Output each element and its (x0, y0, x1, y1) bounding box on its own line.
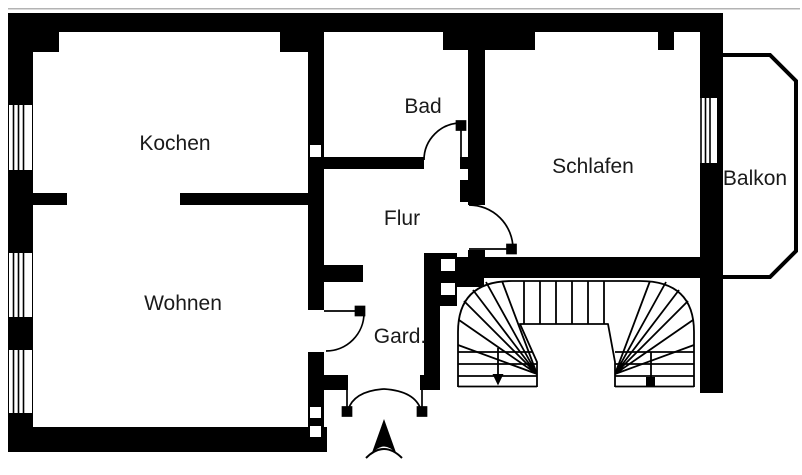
stair-down-arrow-icon (492, 374, 504, 386)
wall-bottom (8, 427, 327, 452)
room-label-kochen: Kochen (139, 132, 210, 155)
wall-flur-schlafen (468, 13, 485, 205)
pier-bad-right (443, 32, 472, 50)
stair-treads-right-fan (614, 280, 695, 375)
wall-bad-door-jamb (460, 157, 470, 169)
wall-top (8, 13, 723, 32)
wall-entrance-stub-left (324, 375, 348, 390)
pier-schlafen-left (485, 32, 535, 50)
pier-schlafen-right (658, 32, 674, 50)
top-hairline (8, 8, 800, 10)
window-balkon-icon (697, 98, 717, 163)
interior-walls (33, 13, 718, 452)
windows (9, 98, 717, 413)
room-label-flur: Flur (384, 207, 420, 230)
door-schlafen-icon (468, 204, 517, 255)
wall-right (700, 13, 723, 393)
wall-flur-gard-stub (324, 265, 363, 282)
wall-kochen-wohnen (180, 193, 308, 205)
notch-entrance-wall-2 (310, 426, 321, 437)
staircase (457, 280, 695, 388)
stair-start-marker (646, 377, 655, 386)
checker-square-2 (441, 283, 455, 295)
wall-schlafen-stair (455, 257, 718, 278)
room-label-wohnen: Wohnen (144, 292, 222, 315)
window-wohnen-2-icon (9, 350, 32, 413)
room-label-schlafen: Schlafen (552, 155, 634, 178)
door-bad-icon (423, 120, 467, 161)
room-label-gard: Gard. (374, 325, 427, 348)
stair-inner-well (519, 323, 616, 387)
notch-entrance-wall-1 (310, 407, 321, 418)
balcony-outline (723, 53, 798, 279)
notch-bad-wall (310, 145, 321, 157)
window-kochen-icon (9, 105, 32, 170)
door-gard-icon (324, 305, 366, 352)
wall-corridor-left-upper (308, 32, 324, 310)
wall-bad-bottom (324, 157, 424, 169)
pier-kochen-right (280, 32, 308, 52)
entrance-double-door-icon (341, 388, 428, 417)
pier-kochen-left (33, 32, 59, 52)
wall-entrance-stub-right (420, 375, 440, 390)
wall-stair-corner-block (457, 258, 484, 287)
room-label-bad: Bad (404, 95, 441, 118)
wall-corridor-right-lower (424, 306, 440, 387)
entrance-arrow-icon (365, 419, 403, 459)
stair-outer-boundary (457, 280, 695, 387)
doors (324, 120, 517, 417)
window-wohnen-1-icon (9, 253, 32, 317)
wall-kochen-wohnen-stub (33, 193, 67, 205)
checker-square-1 (441, 259, 455, 271)
stair-treads-right-run (615, 351, 694, 388)
stair-treads-top-run (523, 281, 605, 324)
room-label-balkon: Balkon (723, 167, 787, 190)
wall-notches (310, 145, 455, 437)
